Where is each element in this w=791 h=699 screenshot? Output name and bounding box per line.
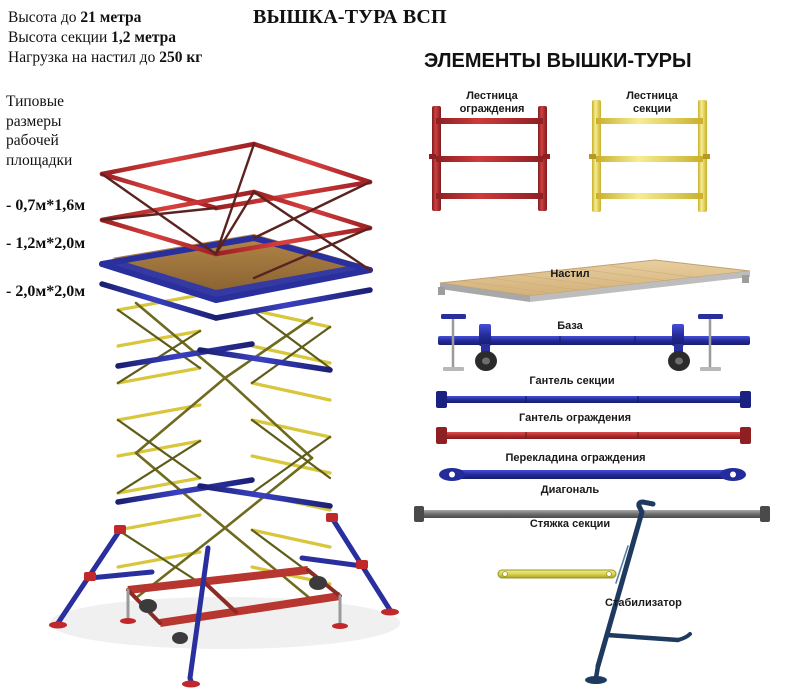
diagonal-graphic	[414, 506, 770, 522]
spec-value-section: 1,2 метра	[111, 29, 177, 46]
label-ladder-guardrail: Лестница ограждения	[432, 90, 552, 116]
label-ladder-guardrail-line2: ограждения	[459, 103, 525, 115]
label-section-tie: Стяжка секции	[529, 518, 611, 530]
elements-section-title: ЭЛЕМЕНТЫ ВЫШКИ-ТУРЫ	[424, 50, 692, 72]
label-dumbbell-section: Гантель секции	[529, 375, 615, 387]
label-crossbar-guardrail: Перекладина ограждения	[505, 452, 646, 464]
spec-prefix-height: Высота до	[8, 9, 81, 26]
typical-sizes-heading: Типовые размеры рабочей площадки	[6, 92, 126, 170]
spec-value-height: 21 метра	[80, 9, 142, 26]
label-deck: Настил	[550, 268, 590, 280]
label-ladder-guardrail-line1: Лестница	[466, 90, 518, 102]
dimension-option-3: - 2,0м*2,0м	[6, 283, 86, 300]
typical-heading-line-2: размеры	[6, 112, 62, 130]
label-stabilizer: Стабилизатор	[605, 597, 682, 609]
spec-prefix-load: Нагрузка на настил до	[8, 49, 160, 66]
base-graphic	[438, 314, 750, 371]
label-base: База	[557, 320, 583, 332]
dumbbell-section-graphic	[436, 391, 751, 408]
dimension-option-2: - 1,2м*2,0м	[6, 235, 86, 252]
spec-line-section-height: Высота секции 1,2 метра	[8, 28, 278, 48]
deck-graphic	[438, 259, 751, 302]
scaffolding-tower-illustration	[49, 141, 400, 688]
spec-line-height: Высота до 21 метра	[8, 8, 278, 28]
typical-heading-line-1: Типовые	[6, 93, 65, 110]
typical-heading-line-3: рабочей	[6, 132, 59, 149]
label-ladder-section-line2: секции	[632, 103, 672, 115]
typical-heading-line-4: площадки	[6, 151, 73, 169]
label-diagonal: Диагональ	[540, 484, 600, 496]
spec-prefix-section: Высота секции	[8, 29, 112, 46]
spec-value-load: 250 кг	[159, 49, 203, 66]
crossbar-guardrail-graphic	[439, 468, 746, 481]
main-title: ВЫШКА-ТУРА ВСП	[253, 6, 447, 28]
spec-line-load: Нагрузка на настил до 250 кг	[8, 48, 278, 68]
label-dumbbell-guardrail: Гантель ограждения	[518, 412, 632, 424]
label-ladder-section-line1: Лестница	[626, 90, 678, 102]
section-tie-graphic	[497, 569, 617, 579]
specifications-block: Высота до 21 метра Высота секции 1,2 мет…	[8, 8, 278, 68]
label-ladder-section: Лестница секции	[592, 90, 712, 116]
dimension-option-1: - 0,7м*1,6м	[6, 197, 86, 214]
elements-illustrations	[414, 100, 770, 684]
stabilizer-graphic	[585, 499, 692, 684]
red-ladder-graphic	[429, 106, 550, 211]
yellow-ladder-graphic	[589, 100, 710, 212]
dumbbell-guardrail-graphic	[436, 427, 751, 444]
